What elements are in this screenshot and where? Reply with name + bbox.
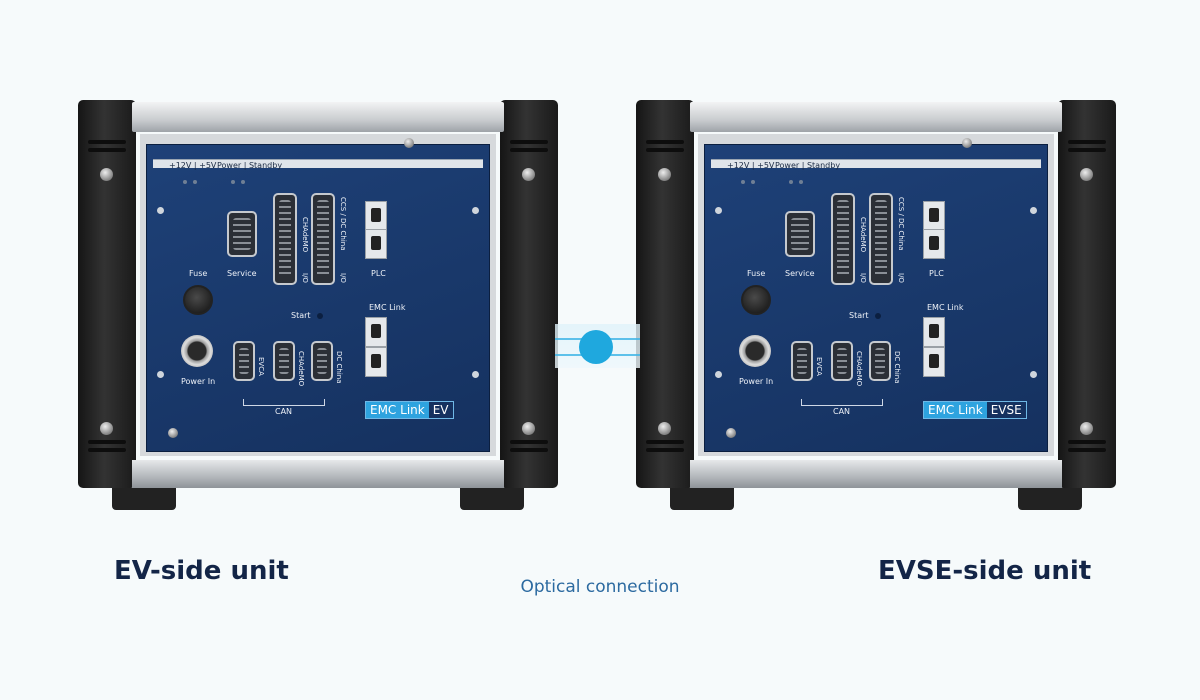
chademo-io-port[interactable] (831, 193, 855, 285)
emc-link-port[interactable] (365, 347, 387, 377)
ccs-io-label: CCS / DC China (339, 197, 347, 251)
led-power (789, 180, 793, 184)
bottom-rail (690, 460, 1062, 488)
foot (112, 488, 176, 510)
connection-label: Optical connection (520, 577, 680, 597)
foot (670, 488, 734, 510)
chademo-io-label: CHAdeMO (301, 217, 309, 253)
can-bracket (243, 399, 325, 406)
brand-variant: EV (428, 402, 453, 418)
fuse-holder[interactable] (183, 285, 213, 315)
label-strip (153, 159, 483, 168)
optical-connection (555, 318, 640, 374)
start-button[interactable] (317, 313, 323, 319)
brand-variant: EVSE (986, 402, 1026, 418)
io-label: I/O (301, 273, 309, 283)
ccs-io-port[interactable] (311, 193, 335, 285)
status-leds-label: Power | Standby (217, 161, 283, 170)
led-5v (193, 180, 197, 184)
ev-unit: +12V | +5V Power | Standby Service CHAde… (78, 100, 558, 520)
chademo-can-port[interactable] (831, 341, 853, 381)
plc-port[interactable] (923, 229, 945, 259)
brand-plate: EMC Link EVSE (923, 401, 1027, 419)
top-rail (690, 102, 1062, 132)
plc-port[interactable] (365, 229, 387, 259)
voltage-leds-label: +12V | +5V (727, 161, 775, 170)
chademo-can-label: CHAdeMO (297, 351, 305, 387)
emc-link-port[interactable] (923, 317, 945, 347)
corner-post (1058, 100, 1116, 488)
dc-china-port[interactable] (869, 341, 891, 381)
status-leds-label: Power | Standby (775, 161, 841, 170)
evse-unit-caption: EVSE-side unit (878, 556, 1092, 586)
brand-name: EMC Link (924, 402, 987, 418)
led-power (231, 180, 235, 184)
service-label: Service (227, 269, 257, 278)
chademo-can-port[interactable] (273, 341, 295, 381)
plc-label: PLC (929, 269, 944, 278)
start-label: Start (849, 311, 869, 320)
evca-port[interactable] (791, 341, 813, 381)
chademo-io-port[interactable] (273, 193, 297, 285)
service-label: Service (785, 269, 815, 278)
dc-china-port[interactable] (311, 341, 333, 381)
led-12v (741, 180, 745, 184)
emc-link-port[interactable] (923, 347, 945, 377)
led-standby (799, 180, 803, 184)
service-port[interactable] (227, 211, 257, 257)
front-panel: +12V | +5V Power | Standby Service CHAde… (146, 144, 490, 452)
chademo-can-label: CHAdeMO (855, 351, 863, 387)
power-in-label: Power In (181, 377, 216, 386)
dc-china-label: DC China (893, 351, 901, 384)
evca-port[interactable] (233, 341, 255, 381)
evse-unit: +12V | +5V Power | Standby Service CHAde… (636, 100, 1116, 520)
ccs-io-port[interactable] (869, 193, 893, 285)
plc-label: PLC (371, 269, 386, 278)
led-standby (241, 180, 245, 184)
chademo-io-label: CHAdeMO (859, 217, 867, 253)
plc-port[interactable] (923, 201, 945, 231)
service-port[interactable] (785, 211, 815, 257)
label-strip (711, 159, 1041, 168)
voltage-leds-label: +12V | +5V (169, 161, 217, 170)
start-button[interactable] (875, 313, 881, 319)
fuse-label: Fuse (747, 269, 766, 278)
led-5v (751, 180, 755, 184)
start-label: Start (291, 311, 311, 320)
can-bracket (801, 399, 883, 406)
power-in-connector[interactable] (739, 335, 771, 367)
emc-link-label: EMC Link (927, 303, 964, 312)
emc-link-port[interactable] (365, 317, 387, 347)
corner-post (636, 100, 694, 488)
ccs-io-label: CCS / DC China (897, 197, 905, 251)
power-in-connector[interactable] (181, 335, 213, 367)
can-label: CAN (275, 407, 293, 416)
io-label: I/O (897, 273, 905, 283)
power-in-label: Power In (739, 377, 774, 386)
plc-port[interactable] (365, 201, 387, 231)
foot (1018, 488, 1082, 510)
front-panel: +12V | +5V Power | Standby Service CHAde… (704, 144, 1048, 452)
ev-unit-caption: EV-side unit (114, 556, 289, 586)
connection-node-icon (579, 330, 613, 364)
corner-post (78, 100, 136, 488)
dc-china-label: DC China (335, 351, 343, 384)
emc-link-label: EMC Link (369, 303, 406, 312)
foot (460, 488, 524, 510)
fuse-holder[interactable] (741, 285, 771, 315)
fuse-label: Fuse (189, 269, 208, 278)
brand-name: EMC Link (366, 402, 429, 418)
evca-label: EVCA (257, 357, 265, 376)
io-label: I/O (339, 273, 347, 283)
corner-post (500, 100, 558, 488)
evca-label: EVCA (815, 357, 823, 376)
io-label: I/O (859, 273, 867, 283)
top-rail (132, 102, 504, 132)
can-label: CAN (833, 407, 851, 416)
bottom-rail (132, 460, 504, 488)
led-12v (183, 180, 187, 184)
brand-plate: EMC Link EV (365, 401, 454, 419)
